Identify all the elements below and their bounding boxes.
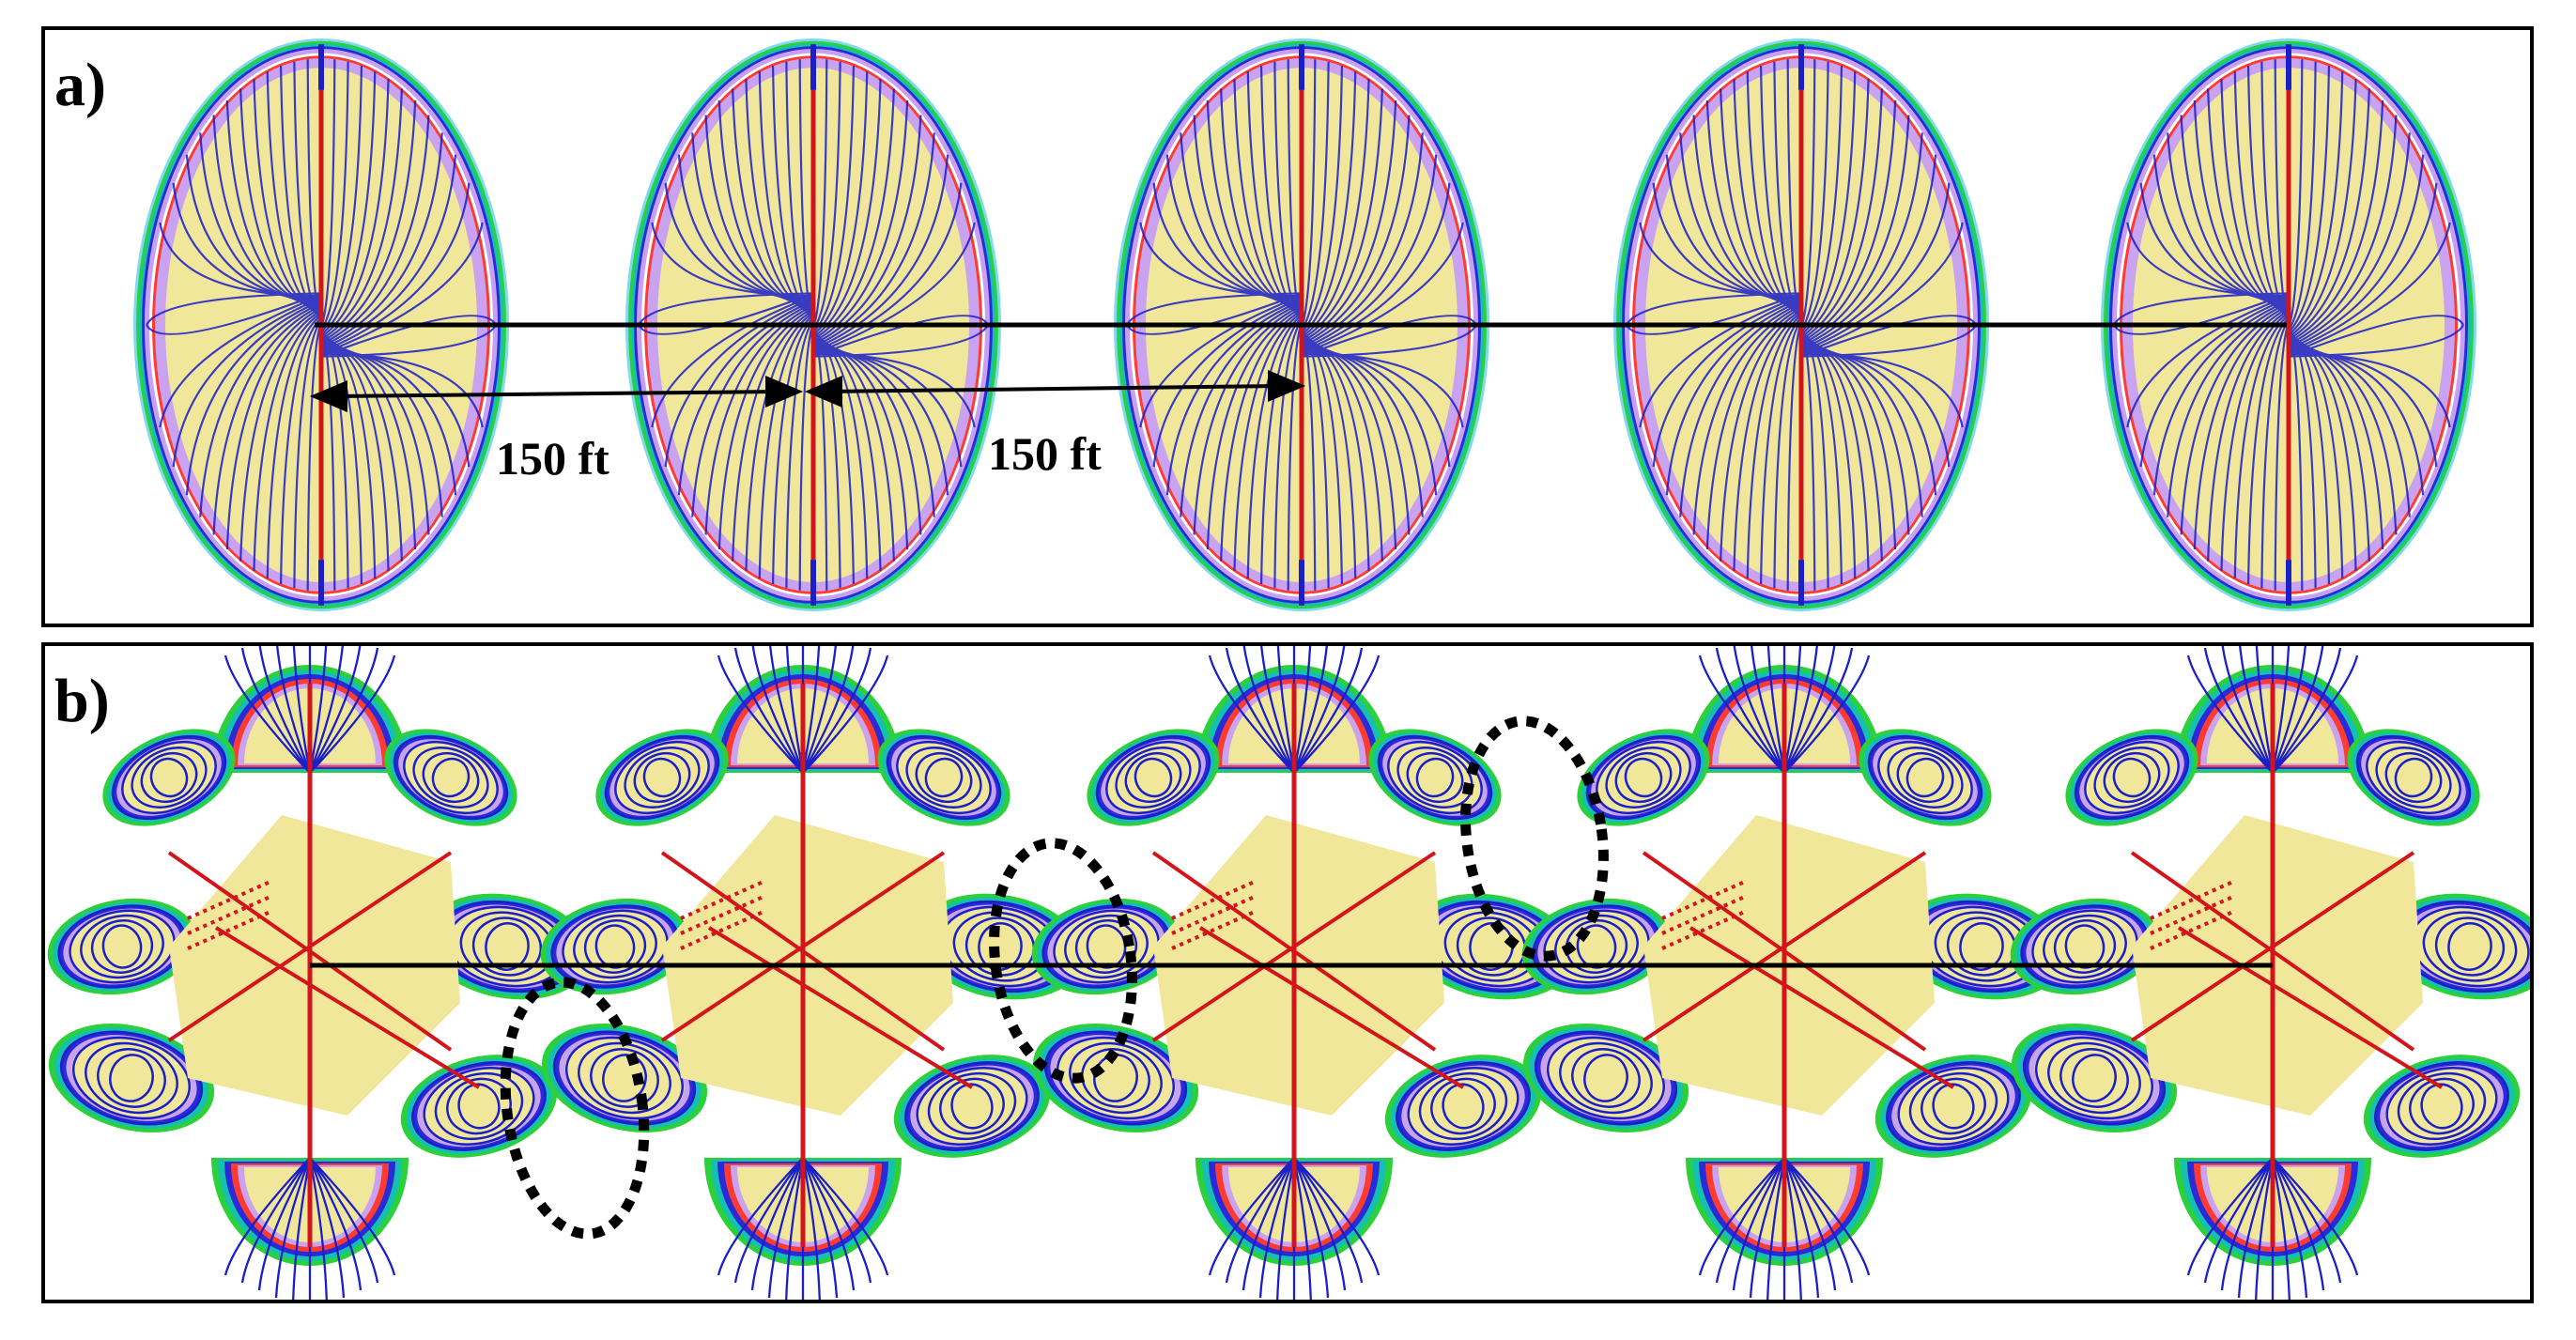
spacing-arrow-2	[804, 369, 1306, 408]
fracture-a-5	[2101, 39, 2476, 611]
panel-b-label: b)	[54, 667, 110, 735]
spacing-arrow-1	[309, 375, 804, 413]
fracture-a-4	[1613, 39, 1989, 611]
spacing-label-2: 150 ft	[988, 427, 1102, 480]
spacing-label-1: 150 ft	[496, 432, 609, 485]
fracture-network-b-5	[2010, 646, 2530, 1300]
interference-marker-2	[989, 838, 1137, 1084]
panel-a-label: a)	[54, 51, 106, 119]
fracture-network-b-2	[540, 646, 1085, 1300]
interference-marker-3	[1460, 716, 1609, 962]
interference-marker-1	[500, 977, 650, 1240]
